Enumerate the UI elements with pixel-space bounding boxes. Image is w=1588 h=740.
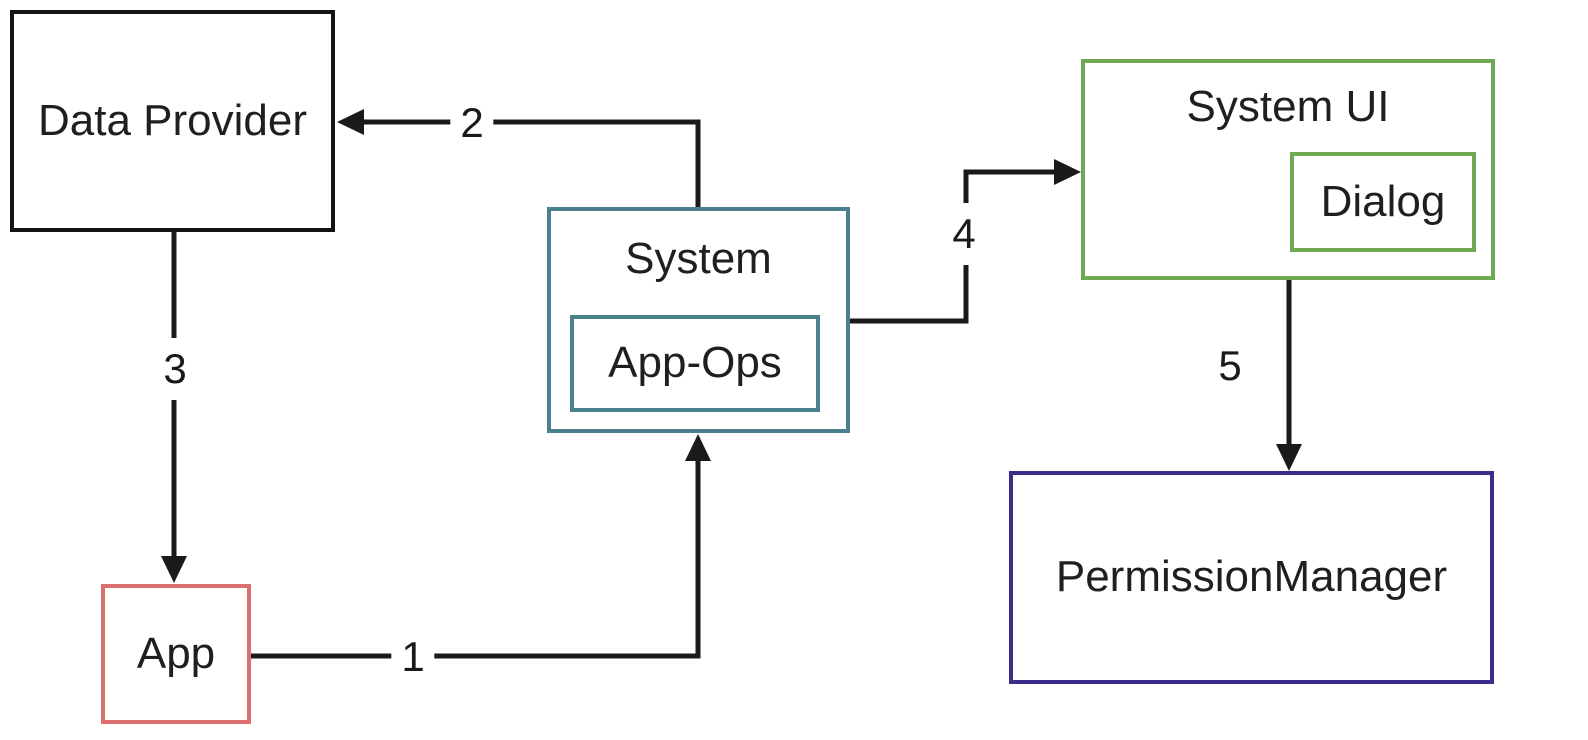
- node-dialog-label: Dialog: [1320, 176, 1446, 226]
- node-system-ui-label: System UI: [1186, 82, 1390, 131]
- edge-label-4: 4: [949, 203, 979, 265]
- arrow-2-head: [337, 109, 364, 135]
- node-system: System App-Ops: [547, 207, 850, 433]
- node-data-provider-label: Data Provider: [37, 95, 307, 145]
- node-app-ops: App-Ops: [570, 315, 820, 412]
- node-permission-manager-label: PermissionManager: [1055, 552, 1448, 602]
- arrow-2-line: [360, 119, 701, 209]
- node-dialog: Dialog: [1290, 152, 1476, 252]
- edge-label-3: 3: [160, 338, 190, 400]
- edge-label-5: 5: [1215, 335, 1245, 397]
- arrow-3-head: [161, 556, 187, 583]
- edge-label-1: 1: [391, 634, 435, 680]
- node-app: App: [101, 584, 251, 724]
- arrow-4-head: [1054, 159, 1081, 185]
- arrow-1-line: [250, 456, 701, 659]
- edge-label-2: 2: [450, 100, 494, 146]
- node-app-ops-label: App-Ops: [608, 338, 782, 388]
- node-system-ui: System UI Dialog: [1081, 59, 1495, 280]
- node-data-provider: Data Provider: [10, 10, 335, 232]
- node-system-label: System: [625, 234, 772, 283]
- arrow-1-head: [685, 434, 711, 461]
- node-permission-manager: PermissionManager: [1009, 471, 1494, 684]
- node-app-label: App: [136, 628, 216, 678]
- arrow-5-head: [1276, 444, 1302, 471]
